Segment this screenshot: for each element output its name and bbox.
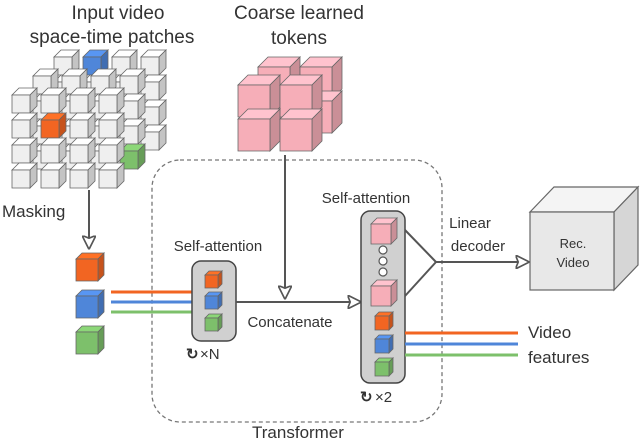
self-attention-right-label: Self-attention [322,190,410,207]
self-attention-left-label: Self-attention [174,238,262,255]
coarse-token-grid [237,56,343,152]
masked-token-green [75,325,105,355]
masking-label: Masking [2,202,65,221]
linear-decoder-label-line1: Linear [449,215,491,232]
ellipsis-dot [378,267,388,277]
patch-cube [11,112,38,139]
rec-video-label-line1: Rec. [560,236,587,251]
coarse-token-cube [237,108,281,152]
repeat-2-icon: ↻ [360,389,373,406]
patch-cube [11,137,38,164]
patch-cube [98,87,125,114]
patch-cube [69,162,96,189]
patch-cube [119,93,146,120]
left-token-green [204,313,223,332]
coarse-tokens-title-line1: Coarse learned [234,3,364,24]
patch-cube [140,99,167,126]
coarse-token-cube [279,74,323,118]
left-block-tokens [204,270,223,332]
concatenate-label: Concatenate [247,314,332,331]
right-token-blue [374,334,394,354]
patch-cube [140,49,167,76]
space-time-patch-grid [11,49,167,189]
decoder-line-bottom [404,261,437,297]
patch-cube [119,68,146,95]
coarse-token-cube [279,108,323,152]
coarse-token-cube [237,74,281,118]
masked-token-blue [75,289,105,319]
repeat-2-label: ×2 [375,389,392,406]
patch-cube [98,137,125,164]
patch-cube [40,87,67,114]
left-token-orange [204,270,223,289]
patch-cube [98,112,125,139]
linear-decoder-label-line2: decoder [451,238,505,255]
right-token-green [374,357,394,377]
patch-cube [140,124,167,151]
patch-cube [119,143,146,170]
right-token-orange [374,311,394,331]
coarse-tokens-title-line2: tokens [271,28,327,49]
transformer-label: Transformer [252,423,344,440]
input-video-title-line2: space-time patches [30,27,195,48]
ellipsis-dot [378,256,388,266]
rec-video-label-line2: Video [556,255,589,270]
reconstructed-video-box [528,185,640,292]
patch-cube [40,162,67,189]
repeat-n-label: ×N [200,346,220,363]
patch-cube [140,74,167,101]
masked-tokens [75,252,105,355]
left-token-blue [204,291,223,310]
transformer-boundary [151,159,443,423]
repeat-n-icon: ↻ [186,346,199,363]
video-features-label-line1: Video [528,323,571,342]
patch-cube [11,162,38,189]
video-features-label-line2: features [528,348,589,367]
right-token-pink [370,217,398,245]
patch-cube [98,162,125,189]
ellipsis-dot [378,245,388,255]
right-token-pink [370,279,398,307]
patch-cube [69,112,96,139]
input-video-title-line1: Input video [72,3,165,24]
patch-cube [40,112,67,139]
decoder-line-top [404,229,437,263]
masked-token-orange [75,252,105,282]
patch-cube [69,87,96,114]
right-block-tokens [370,217,398,377]
patch-cube [40,137,67,164]
patch-cube [69,137,96,164]
patch-cube [11,87,38,114]
